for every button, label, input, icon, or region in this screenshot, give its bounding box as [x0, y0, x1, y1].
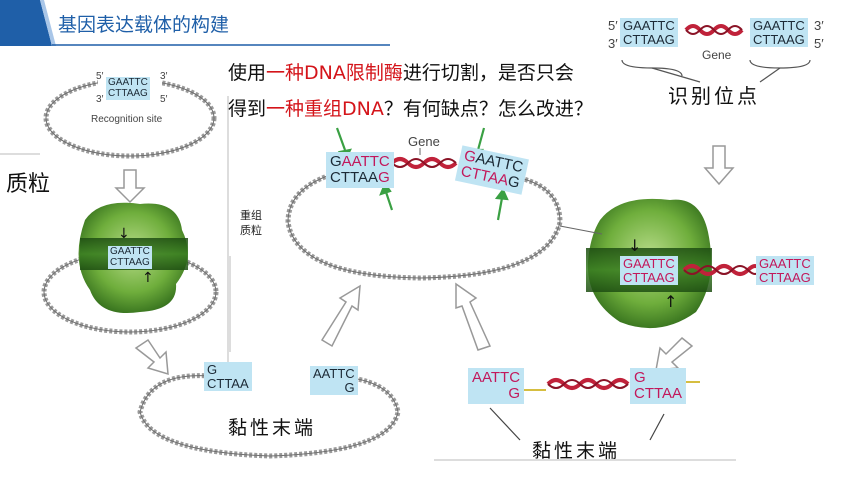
prime-label: 5′	[814, 36, 824, 51]
sequence-top: GAATTC	[759, 256, 811, 271]
sequence-base: G	[508, 384, 521, 402]
label-recombinant-line2: 质粒	[240, 224, 262, 237]
sequence-base: AATTC	[472, 369, 521, 386]
sequence-base: G	[330, 153, 342, 170]
step-arrow-diag-left	[134, 338, 169, 376]
sequence-base: CTTAA	[634, 384, 683, 402]
sequence-base: G	[207, 362, 218, 377]
gene-segment-right	[682, 264, 762, 276]
sequence-box-sticky-right: AATTC G	[310, 366, 358, 396]
sequence-top: GAATTC	[108, 77, 148, 88]
sequence-bottom: CTTAAG	[753, 31, 805, 47]
cut-marker-up-icon: ↑	[664, 292, 678, 311]
sequence-bottom: CTTAAG	[623, 31, 675, 47]
gene-segment-top	[684, 24, 744, 36]
cut-plasmid-ring	[137, 373, 401, 459]
cut-marker-down-icon: ↓	[118, 226, 130, 242]
header: 基因表达载体的构建	[0, 0, 390, 46]
sequence-bottom: CTTAAG	[623, 269, 675, 285]
prime-label: 5′	[608, 18, 618, 33]
cut-marker-down-icon: ↓	[628, 236, 642, 255]
question-line-1: 使用一种DNA限制酶进行切割，是否只会	[228, 58, 574, 85]
sequence-base: CTTAA	[207, 375, 249, 391]
divider-lines	[0, 96, 736, 461]
prime-label: 3′	[96, 94, 104, 105]
sequence-base: G	[506, 172, 522, 192]
prime-label: 3′	[814, 18, 824, 33]
sticky-end-pointers	[489, 407, 665, 441]
sequence-bottom: CTTAAG	[108, 87, 148, 99]
label-recognition-site-en: Recognition site	[91, 114, 163, 125]
question-highlight: 一种DNA限制酶	[266, 62, 403, 84]
prime-label: 3′	[160, 71, 168, 82]
gene-segment-center	[390, 157, 458, 169]
sequence-top: GAATTC	[623, 256, 675, 271]
question-text: 得到	[228, 98, 267, 120]
site-braces	[621, 59, 811, 83]
sequence-top: GAATTC	[753, 18, 805, 33]
question-line-2: 得到一种重组DNA？有何缺点？怎么改进？	[228, 94, 593, 121]
sequence-box-site-right: GAATTC CTTAAG	[750, 18, 808, 48]
sequence-box-enzyme-right-1: GAATTC CTTAAG	[620, 256, 678, 286]
recombinant-plasmid-ring	[285, 172, 563, 281]
label-recognition-site: 识别位点	[668, 84, 760, 108]
question-text: 使用	[228, 62, 267, 84]
prime-label: 5′	[96, 71, 104, 82]
prime-label: 3′	[608, 36, 618, 51]
sequence-base: AATTC	[313, 366, 355, 381]
label-sticky-ends-left: 黏性末端	[228, 417, 317, 439]
cut-marker-up-icon: ↑	[142, 270, 154, 286]
sequence-box-plasmid-site: GAATTC CTTAAG	[106, 77, 150, 100]
sequence-base: G	[634, 369, 646, 386]
sequence-box-sticky-left: G CTTAA	[204, 362, 252, 392]
label-gene-center: Gene	[408, 134, 440, 149]
sequence-top: GAATTC	[623, 18, 675, 33]
label-recombinant-line1: 重组	[240, 209, 262, 222]
pointer-right-enzyme	[559, 225, 603, 235]
sequence-box-recombinant-left: GAATTC CTTAAG	[326, 152, 394, 188]
sequence-base: G	[378, 168, 390, 186]
step-arrow-up-right	[455, 282, 492, 351]
page-title: 基因表达载体的构建	[58, 14, 230, 36]
sequence-bottom: CTTAAG	[110, 256, 150, 268]
prime-label: 5′	[160, 94, 168, 105]
sequence-box-enzyme-right-2: GAATTC CTTAAG	[756, 256, 814, 286]
label-plasmid: 质粒	[6, 172, 51, 197]
sequence-box-site-left: GAATTC CTTAAG	[620, 18, 678, 48]
sequence-base: AATTC	[341, 153, 390, 170]
label-sticky-ends-right: 黏性末端	[532, 440, 621, 462]
step-arrow-up-left	[320, 284, 361, 348]
label-gene-top: Gene	[702, 48, 732, 62]
question-text: ？有何缺点？怎么改进？	[383, 98, 593, 120]
sequence-top: GAATTC	[110, 246, 150, 257]
step-arrow-down-left	[114, 169, 146, 204]
question-highlight: 一种重组DNA	[266, 98, 384, 120]
sequence-bottom: CTTAAG	[759, 269, 811, 285]
step-arrow-down-right	[703, 145, 735, 186]
sequence-box-fragment-left: AATTC G	[468, 368, 525, 404]
step-arrow-diag-right	[655, 336, 694, 371]
sequence-base: G	[344, 379, 355, 395]
sequence-box-enzyme-left: GAATTC CTTAAG	[108, 246, 152, 269]
label-recombinant-plasmid: 重组 质粒	[240, 208, 270, 238]
sequence-box-fragment-right: G CTTAA	[630, 368, 687, 404]
question-text: 进行切割，是否只会	[402, 62, 574, 84]
header-banner	[0, 0, 390, 46]
sequence-base: CTTAA	[330, 168, 379, 186]
